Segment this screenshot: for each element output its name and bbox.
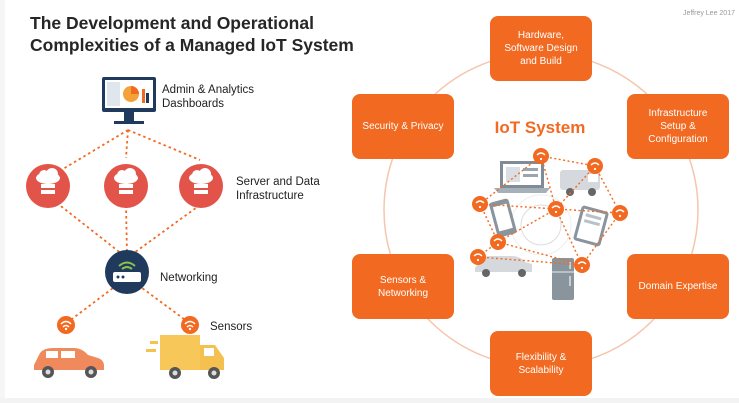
wifi-icon [548, 201, 564, 217]
hardware-software-box: Hardware, Software Design and Build [490, 16, 592, 81]
mesh-connectors [477, 155, 621, 266]
truck-icon [146, 335, 224, 379]
wifi-icon [587, 158, 603, 174]
wifi-icon [533, 148, 549, 164]
sensors-networking-box: Sensors & Networking [352, 254, 454, 319]
car-icon [34, 348, 104, 378]
author-credit: Jeffrey Lee 2017 [682, 10, 735, 17]
page-title: The Development and Operational Complexi… [30, 13, 354, 55]
wifi-icon [57, 316, 75, 334]
wifi-icon [470, 249, 486, 265]
left-edge-strip [0, 0, 5, 403]
admin-dashboards-label: Admin & Analytics Dashboards [162, 84, 255, 110]
car-icon [475, 256, 532, 277]
server-infrastructure-label: Server and Data Infrastructure [236, 176, 320, 202]
tablet-icon [573, 205, 609, 247]
wifi-icon [181, 316, 199, 334]
flexibility-scalability-box: Flexibility & Scalability [490, 331, 592, 396]
bottom-edge-strip [0, 398, 739, 403]
cloud-server-icon [26, 164, 70, 208]
infrastructure-setup-box: Infrastructure Setup & Configuration [627, 94, 729, 159]
wifi-icon [612, 205, 628, 221]
van-icon [560, 170, 600, 196]
monitor-dashboard-icon [102, 77, 156, 124]
cloud-server-icon [179, 164, 223, 208]
wifi-icon [472, 196, 488, 212]
laptop-icon [494, 161, 550, 193]
phone-icon [489, 198, 517, 238]
wifi-icon [574, 257, 590, 273]
router-icon [105, 250, 149, 294]
sensors-label: Sensors [210, 321, 253, 333]
iot-system-title: IoT System [494, 118, 586, 137]
domain-expertise-box: Domain Expertise [627, 254, 729, 319]
fridge-icon [552, 258, 574, 300]
networking-label: Networking [160, 272, 218, 284]
cloud-server-icon [104, 164, 148, 208]
inner-ring [520, 204, 562, 246]
security-privacy-box: Security & Privacy [352, 94, 454, 159]
wifi-icon [490, 234, 506, 250]
